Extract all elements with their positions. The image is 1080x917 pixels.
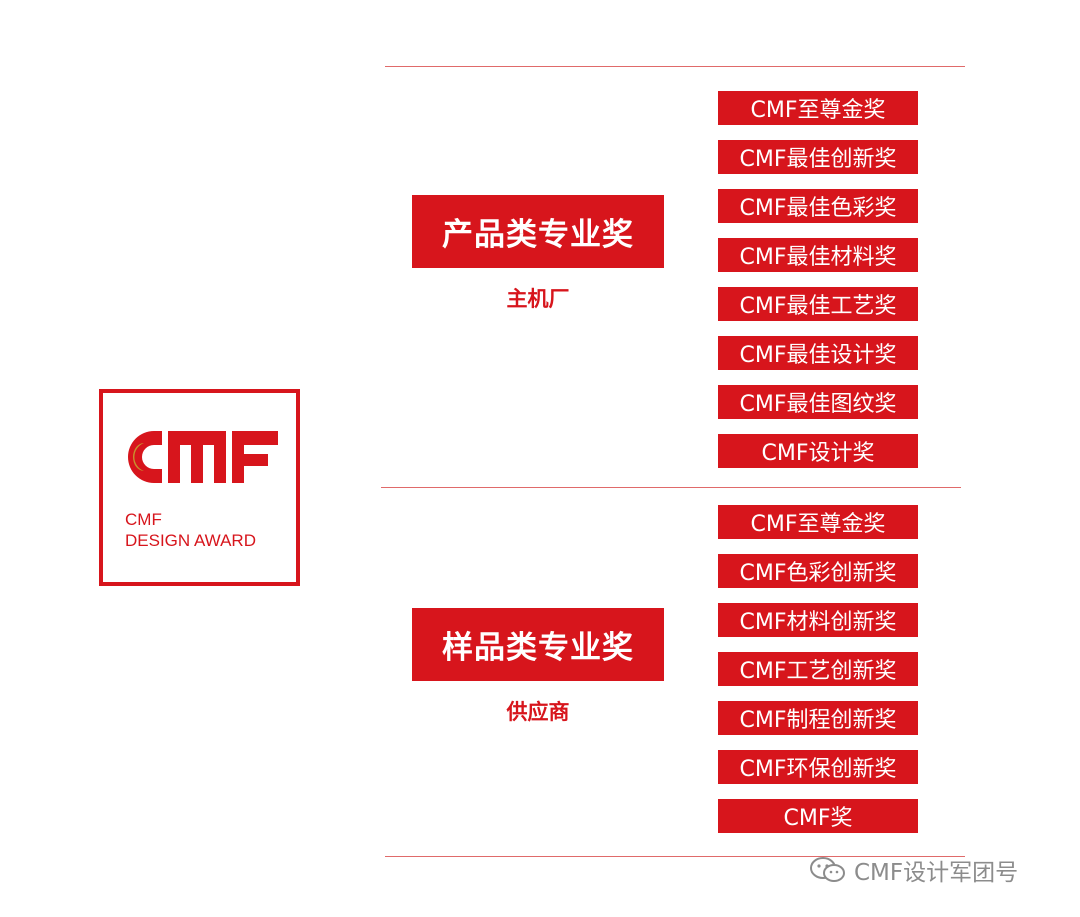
category-product-subtitle: 主机厂 [506, 287, 570, 311]
award-item: CMF环保创新奖 [718, 750, 918, 784]
top-divider [385, 66, 965, 67]
cmf-logo: CMF DESIGN AWARD [99, 389, 300, 586]
award-item: CMF最佳创新奖 [718, 140, 918, 174]
logo-text-design-award: DESIGN AWARD [125, 531, 256, 550]
watermark-text: CMF设计军团号 [854, 860, 1019, 886]
logo-text-cmf: CMF [125, 510, 162, 529]
award-item: CMF至尊金奖 [718, 505, 918, 539]
middle-divider [381, 487, 961, 488]
award-item: CMF最佳图纹奖 [718, 385, 918, 419]
award-item: CMF设计奖 [718, 434, 918, 468]
category-sample-subtitle: 供应商 [506, 700, 570, 724]
award-item: CMF制程创新奖 [718, 701, 918, 735]
award-item: CMF最佳设计奖 [718, 336, 918, 370]
wechat-icon [810, 857, 845, 882]
cmf-logo-mark [128, 431, 278, 483]
award-item: CMF奖 [718, 799, 918, 833]
award-item: CMF最佳材料奖 [718, 238, 918, 272]
watermark: CMF设计军团号 [808, 852, 1018, 888]
award-item: CMF至尊金奖 [718, 91, 918, 125]
award-item: CMF工艺创新奖 [718, 652, 918, 686]
award-item: CMF材料创新奖 [718, 603, 918, 637]
category-product-title: 产品类专业奖 [412, 195, 664, 268]
award-item: CMF最佳工艺奖 [718, 287, 918, 321]
award-item: CMF色彩创新奖 [718, 554, 918, 588]
category-sample-title: 样品类专业奖 [412, 608, 664, 681]
award-item: CMF最佳色彩奖 [718, 189, 918, 223]
bottom-divider [385, 856, 965, 857]
